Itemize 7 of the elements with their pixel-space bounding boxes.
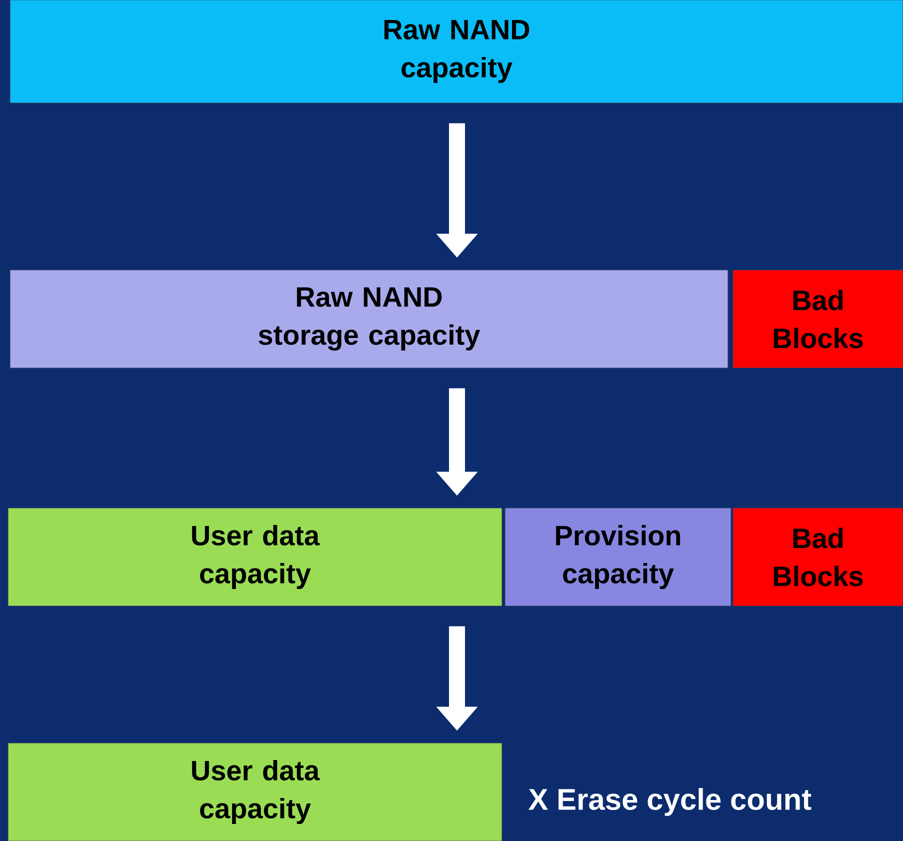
capacity-bar: User data capacity [8, 742, 502, 841]
capacity-bar: Bad Blocks [732, 270, 903, 368]
capacity-bar: User data capacity [8, 508, 502, 606]
capacity-bar: Bad Blocks [732, 508, 903, 606]
capacity-bar: Raw NAND storage capacity [10, 270, 728, 368]
capacity-bar: Raw NAND capacity [10, 0, 903, 104]
capacity-bar: Provision capacity [504, 508, 732, 606]
